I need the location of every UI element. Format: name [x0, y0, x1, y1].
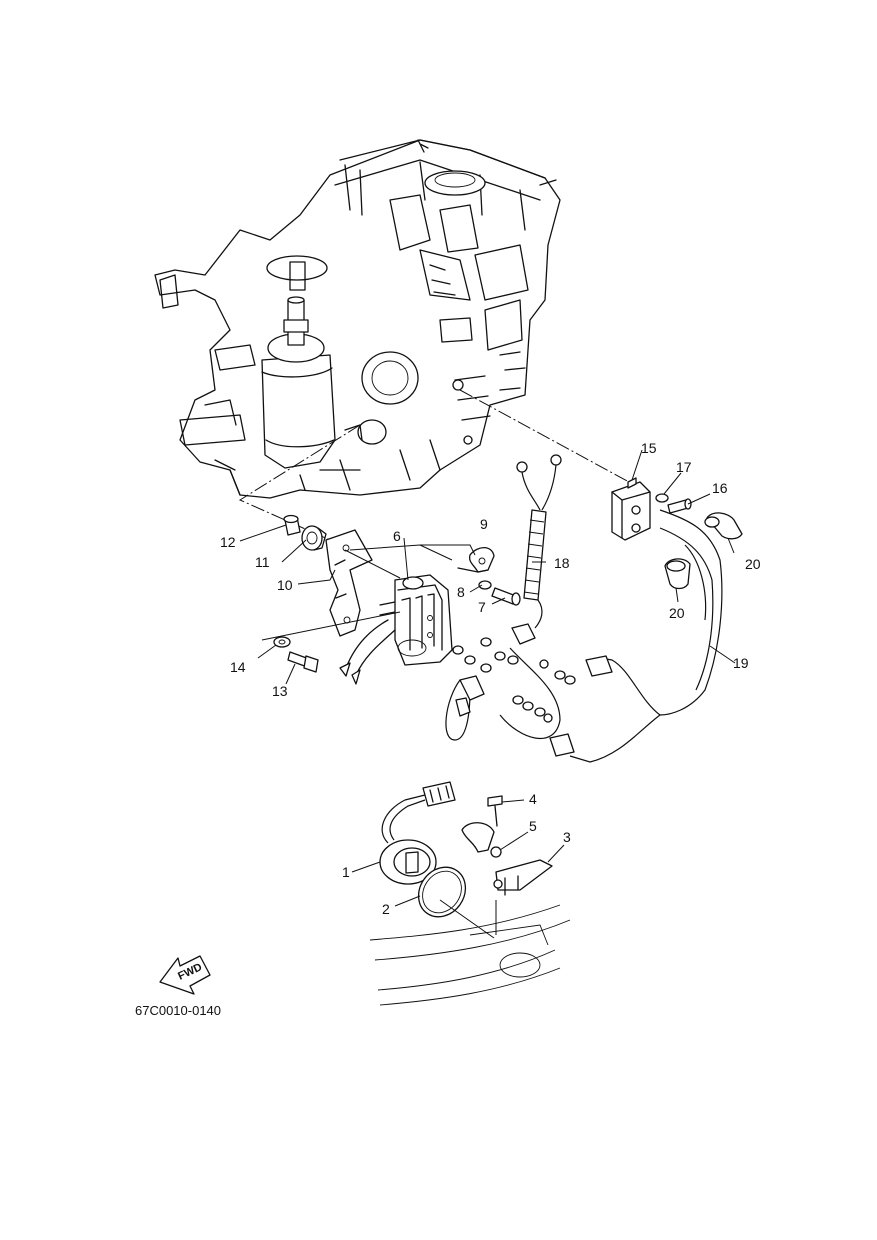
callout-2: 2 [382, 901, 390, 917]
callout-6: 6 [393, 528, 401, 544]
engine-block-illustration [154, 139, 561, 499]
callout-3: 3 [563, 829, 571, 845]
part-9-clamp [457, 546, 495, 573]
callout-8: 8 [457, 584, 465, 600]
callout-18: 18 [554, 555, 570, 571]
callout-leaders [239, 449, 736, 907]
part-15-terminal-block [611, 477, 651, 541]
part-18-wire-harness [511, 454, 562, 645]
fwd-arrow-icon: FWD [159, 955, 211, 995]
callout-9: 9 [480, 516, 488, 532]
lower-unit-housing-outline [369, 899, 571, 1006]
part-6-rectifier-regulator [339, 574, 453, 685]
part-20-cap-upper [704, 512, 743, 540]
part-4-bolt [487, 795, 503, 827]
callout-5: 5 [529, 818, 537, 834]
callout-4: 4 [529, 791, 537, 807]
callout-1: 1 [342, 864, 350, 880]
part-20-cap-lower [664, 558, 691, 590]
callout-7: 7 [478, 599, 486, 615]
callout-12: 12 [220, 534, 236, 550]
callout-11: 11 [255, 554, 270, 570]
callout-16: 16 [712, 480, 728, 496]
part-16-screw [667, 498, 692, 514]
callout-20-upper: 20 [745, 556, 761, 572]
part-12-collar [283, 514, 301, 536]
callout-15: 15 [641, 440, 657, 456]
part-7-bolt [491, 587, 521, 606]
callout-13: 13 [272, 683, 288, 699]
part-10-bracket [325, 529, 401, 637]
part-17-washer [655, 493, 669, 503]
part-5-clamp [461, 822, 502, 858]
part-3-bracket [493, 859, 553, 896]
part-11-grommet [301, 525, 327, 551]
washers-and-nuts [452, 637, 576, 717]
part-1-sensor-unit [379, 781, 456, 885]
part-8-washer [478, 580, 492, 590]
drawing-code: 67C0010-0140 [135, 1003, 222, 1018]
part-13-bolt [287, 651, 319, 673]
callout-17: 17 [676, 459, 692, 475]
assembly-reference-lines [238, 389, 641, 541]
callout-10: 10 [277, 577, 293, 593]
part-14-washer [273, 636, 291, 648]
callout-20-lower: 20 [669, 605, 685, 621]
callout-19: 19 [733, 655, 749, 671]
part-19-wire-harness [445, 509, 723, 763]
callout-14: 14 [230, 659, 246, 675]
part-2-o-ring [417, 866, 467, 918]
